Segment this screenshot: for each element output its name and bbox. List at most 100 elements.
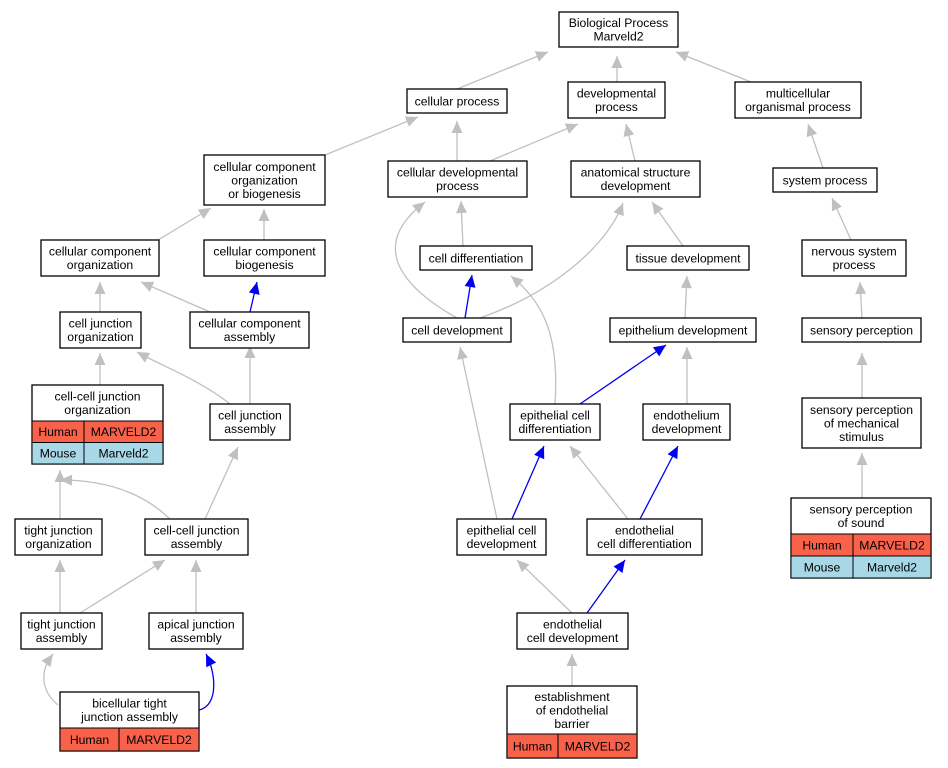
- go-term-node-cdev[interactable]: cell development: [402, 317, 512, 343]
- highlighted-edge: [464, 274, 476, 319]
- go-term-node-spc[interactable]: sensory perception: [801, 317, 922, 343]
- node-label-line: sensory perception: [810, 503, 913, 517]
- node-box: [402, 317, 512, 343]
- arrowhead-icon: [570, 446, 582, 459]
- node-box: [40, 239, 160, 277]
- edge: [681, 347, 693, 404]
- edge: [41, 653, 59, 706]
- node-label-line: process: [833, 258, 876, 272]
- go-term-node-sp[interactable]: system process: [772, 167, 878, 193]
- highlighted-edge: [579, 344, 667, 405]
- edge: [831, 197, 852, 241]
- edge: [140, 281, 211, 313]
- node-box: [387, 160, 528, 198]
- node-label-line: or biogenesis: [228, 187, 301, 201]
- arrowhead-icon: [206, 654, 217, 668]
- node-box: [734, 81, 862, 119]
- arrowhead-icon: [60, 474, 73, 486]
- edge: [516, 559, 573, 614]
- go-term-node-ed[interactable]: epithelium development: [609, 317, 757, 343]
- node-box: [626, 245, 750, 271]
- edge: [451, 121, 463, 161]
- gene-cell: [118, 727, 200, 752]
- highlighted-edge: [511, 445, 545, 520]
- node-label-line: development: [601, 179, 671, 193]
- edge: [611, 56, 623, 82]
- edge: [856, 353, 868, 398]
- go-term-node-td[interactable]: tissue development: [626, 245, 750, 271]
- node-label-line: biogenesis: [235, 258, 293, 272]
- edge: [456, 200, 468, 247]
- gene-label: Marveld2: [867, 560, 917, 574]
- arrowhead-icon: [534, 51, 548, 62]
- node-box: [772, 167, 878, 193]
- arrowhead-icon: [652, 345, 666, 357]
- node-box: [456, 518, 547, 556]
- edge: [394, 201, 458, 319]
- edge: [569, 445, 629, 520]
- arrowhead-icon: [517, 560, 530, 573]
- edge: [79, 559, 166, 614]
- node-label-line: tissue development: [635, 251, 741, 265]
- go-term-node-cp[interactable]: cellular process: [406, 88, 508, 114]
- arrowhead-icon: [456, 201, 468, 214]
- node-label-line: apical junction: [157, 618, 234, 632]
- node-label-line: epithelial cell: [467, 524, 537, 538]
- arrowhead-icon: [244, 346, 256, 358]
- node-label-line: tight junction: [27, 618, 95, 632]
- arrowhead-icon: [94, 353, 106, 365]
- highlighted-edge: [248, 281, 260, 313]
- gene-label: MARVELD2: [126, 733, 192, 747]
- node-box: [144, 518, 249, 556]
- edge: [258, 209, 270, 240]
- node-label-line: cellular process: [415, 94, 500, 108]
- arrowhead-icon: [197, 208, 211, 219]
- arrowhead-icon: [228, 447, 238, 461]
- node-label-line: nervous system: [811, 245, 896, 259]
- node-label-line: sensory perception: [810, 403, 913, 417]
- go-term-node-cd[interactable]: cell differentiation: [419, 245, 533, 271]
- arrowhead-icon: [258, 209, 270, 221]
- node-label-line: endothelium: [653, 409, 719, 423]
- gene-cell: [83, 442, 164, 465]
- node-box: [567, 81, 666, 119]
- edge: [675, 51, 752, 83]
- species-label: Mouse: [40, 447, 77, 461]
- node-label-line: organization: [67, 330, 133, 344]
- edge: [136, 351, 231, 405]
- node-label-line: organization: [64, 403, 130, 417]
- gene-cell: [852, 555, 932, 579]
- node-label-line: cellular developmental: [397, 166, 518, 180]
- edge: [59, 474, 171, 520]
- arrowhead-icon: [564, 123, 578, 134]
